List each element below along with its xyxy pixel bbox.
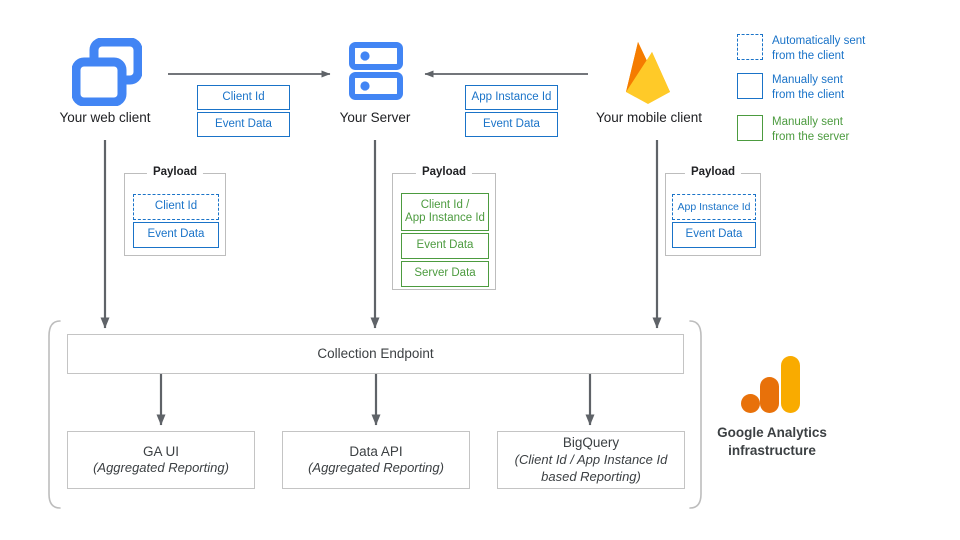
payload-web-event-data: Event Data (133, 222, 219, 248)
legend-line1-manual-server: Manually sent (772, 116, 843, 128)
output-box-ga-ui: GA UI (Aggregated Reporting) (67, 431, 255, 489)
payload-server-event-data: Event Data (401, 233, 489, 259)
legend-line1-auto: Automatically sent (772, 35, 866, 47)
payload-server-id-line2: App Instance Id (405, 212, 485, 224)
legend-swatch-dashed-blue (737, 34, 763, 60)
transit-box-app-instance-id: App Instance Id (465, 85, 558, 110)
mobile-client-label: Your mobile client (595, 110, 703, 125)
bracket-left (48, 320, 61, 509)
ga-brand-line1: Google Analytics (717, 425, 827, 440)
payload-group-server: Payload Client Id / App Instance Id Even… (392, 166, 496, 290)
payload-mobile-event-data: Event Data (672, 222, 756, 248)
legend-item-manual-server: Manually sent from the server (737, 115, 849, 145)
payload-mobile-app-instance-id: App Instance Id (672, 194, 756, 220)
payload-server-client-or-app-id: Client Id / App Instance Id (401, 193, 489, 231)
legend-item-automatic-client: Automatically sent from the client (737, 34, 865, 64)
server-label: Your Server (339, 110, 411, 125)
legend-item-manual-client: Manually sent from the client (737, 73, 844, 103)
payload-title-server: Payload (415, 166, 473, 178)
collection-endpoint-label: Collection Endpoint (317, 346, 434, 362)
google-analytics-infrastructure-label: Google Analytics infrastructure (692, 424, 852, 459)
data-api-subtitle: (Aggregated Reporting) (308, 460, 444, 476)
ga-ui-title: GA UI (142, 443, 179, 459)
legend-line2-manual-client: from the client (772, 89, 845, 102)
payload-title-web: Payload (146, 166, 204, 178)
legend-label-manual-server: Manually sent from the server (772, 115, 849, 145)
bigquery-subtitle-line2: based Reporting) (541, 468, 641, 484)
legend-line1-manual-client: Manually sent (772, 74, 843, 86)
bracket-right (689, 320, 702, 509)
data-api-title: Data API (349, 443, 403, 459)
legend-line2-auto: from the client (772, 50, 845, 63)
legend-label-manual-client: Manually sent from the client (772, 73, 844, 103)
firebase-flame-icon (618, 36, 680, 106)
payload-server-id-line1: Client Id / (420, 198, 470, 211)
payload-title-mobile: Payload (684, 166, 742, 178)
ga-ui-subtitle: (Aggregated Reporting) (93, 460, 229, 476)
bigquery-subtitle-line1: (Client Id / App Instance Id (514, 451, 668, 467)
collection-endpoint-box: Collection Endpoint (67, 334, 684, 374)
transit-box-client-id: Client Id (197, 85, 290, 110)
payload-group-mobile: Payload App Instance Id Event Data (665, 166, 761, 256)
payload-server-server-data: Server Data (401, 261, 489, 287)
output-box-data-api: Data API (Aggregated Reporting) (282, 431, 470, 489)
legend-line2-manual-server: from the server (772, 131, 850, 144)
legend-swatch-solid-blue (737, 73, 763, 99)
payload-group-web: Payload Client Id Event Data (124, 166, 226, 256)
transit-box-event-data-mobile: Event Data (465, 112, 558, 137)
browser-windows-icon (72, 38, 142, 106)
output-box-bigquery: BigQuery (Client Id / App Instance Id ba… (497, 431, 685, 489)
google-analytics-logo (741, 355, 803, 415)
bigquery-title: BigQuery (562, 435, 620, 451)
payload-web-client-id: Client Id (133, 194, 219, 220)
web-client-label: Your web client (59, 110, 151, 125)
transit-box-event-data: Event Data (197, 112, 290, 137)
legend-label-automatic-client: Automatically sent from the client (772, 34, 865, 64)
server-racks-icon (349, 42, 403, 100)
ga-brand-line2: infrastructure (728, 442, 816, 458)
legend-swatch-solid-green (737, 115, 763, 141)
